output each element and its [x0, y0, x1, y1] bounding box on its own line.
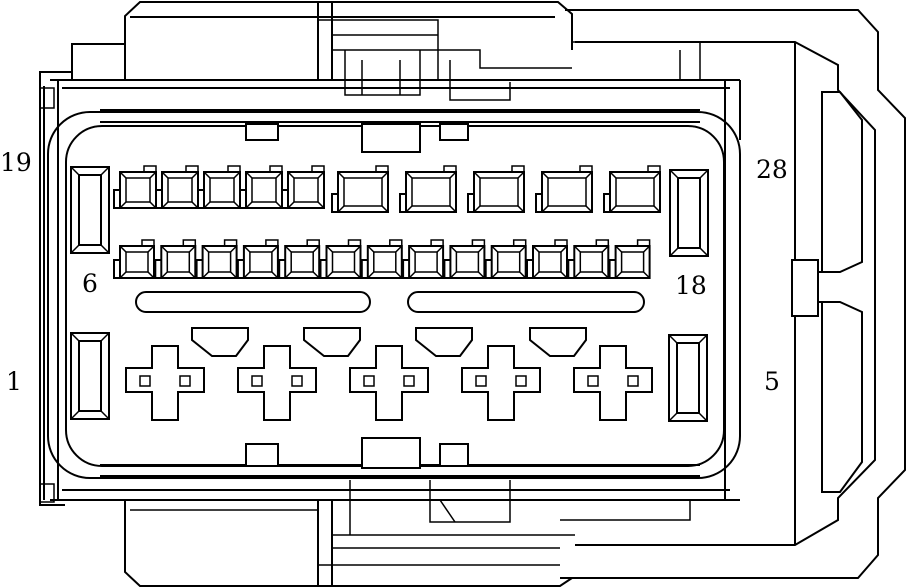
pin-cavity-middle-7: [360, 239, 403, 279]
pin-row-top: [113, 165, 661, 213]
pin-cavity-top-6: [331, 165, 389, 213]
latch-key-3: [415, 327, 473, 357]
power-cavity-1: [125, 345, 205, 421]
pin-cavity-top-2: [155, 165, 199, 209]
pin-label-5: 5: [764, 367, 780, 396]
pin-cavity-top-5: [281, 165, 325, 209]
pin-cavity-middle-2: [154, 239, 197, 279]
pin-cavity-middle-8: [402, 239, 445, 279]
pin-label-19: 19: [0, 148, 32, 177]
latch-key-4: [529, 327, 587, 357]
latch-key-2: [303, 327, 361, 357]
pin-cavity-top-10: [603, 165, 661, 213]
pin-cavity-top-8: [467, 165, 525, 213]
pin-cavity-middle-3: [195, 239, 238, 279]
pin-cavity-top-4: [239, 165, 283, 209]
pin-cavity-middle-1: [113, 239, 155, 279]
side-cavity-top-right: [669, 169, 709, 257]
pin-cavity-middle-6: [319, 239, 362, 279]
power-cavity-5: [573, 345, 653, 421]
side-cavity-top-left: [70, 166, 110, 254]
pin-cavity-middle-13: [608, 239, 651, 279]
pin-cavity-middle-10: [484, 239, 527, 279]
pin-label-6: 6: [82, 269, 98, 298]
pin-cavity-middle-12: [567, 239, 610, 279]
pin-row-bottom: [125, 345, 653, 421]
pin-cavity-top-7: [399, 165, 457, 213]
power-cavity-4: [461, 345, 541, 421]
pin-cavity-middle-11: [526, 239, 568, 279]
pin-cavity-middle-9: [443, 239, 486, 279]
pin-cavity-middle-4: [236, 239, 279, 279]
pin-label-1: 1: [6, 367, 22, 396]
pin-cavity-middle-5: [278, 239, 321, 279]
side-cavity-bottom-left: [70, 332, 110, 420]
latch-key-1: [191, 327, 249, 357]
pin-cavity-top-9: [535, 165, 593, 213]
pin-label-18: 18: [675, 271, 707, 300]
side-cavities: [70, 166, 709, 422]
connector-housing-outline: [39, 0, 906, 587]
separator-slots: [135, 291, 645, 313]
pin-row-middle: [113, 239, 651, 279]
connector-insert: [47, 111, 741, 479]
power-cavity-2: [237, 345, 317, 421]
power-cavity-3: [349, 345, 429, 421]
latch-keys: [191, 327, 587, 357]
pin-label-28: 28: [756, 155, 788, 184]
pin-cavity-top-3: [197, 165, 241, 209]
side-cavity-bottom-right: [668, 334, 708, 422]
pin-number-labels: 19 28 6 18 1 5: [0, 148, 788, 396]
pin-cavity-top-1: [113, 165, 157, 209]
